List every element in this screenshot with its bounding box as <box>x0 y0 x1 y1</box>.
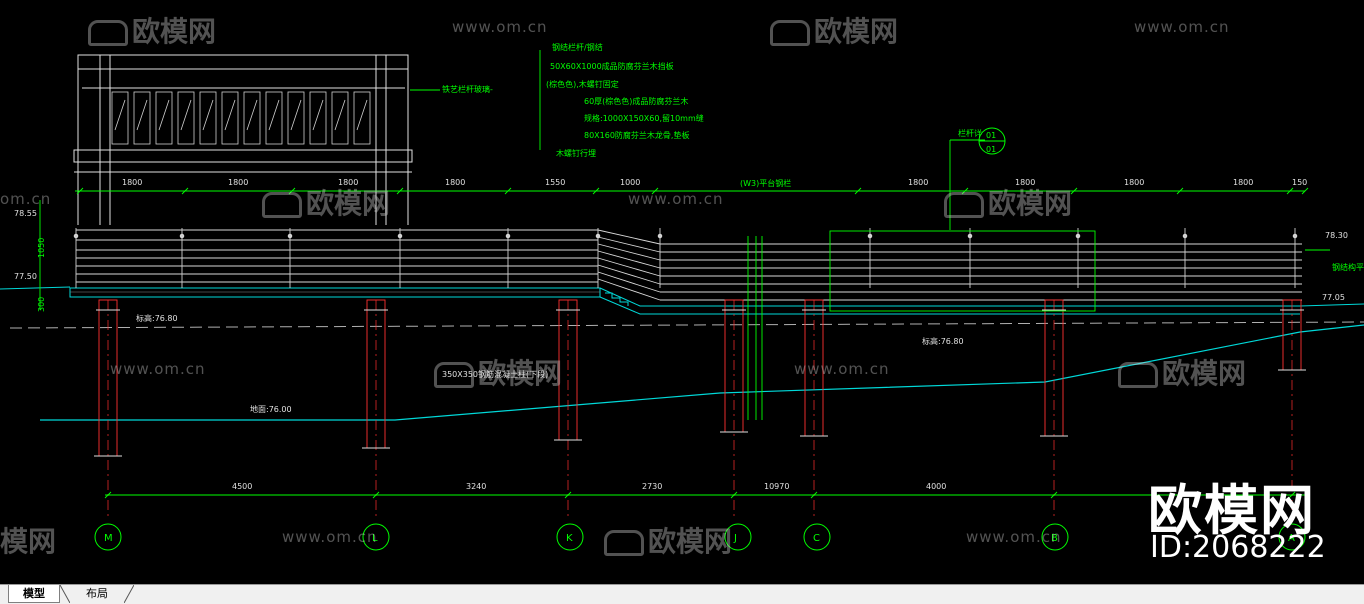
bottom-dimension-label: 4000 <box>926 482 946 491</box>
dimension-ticks <box>76 187 1309 499</box>
svg-text:J: J <box>733 533 737 544</box>
grid-axis-bubble: J <box>724 523 752 551</box>
elev-top-right: 78.30 <box>1325 231 1348 240</box>
spec-line-2: (棕色色),木螺钉固定 <box>546 79 619 89</box>
watermark-url-3: www.om.cn <box>628 190 724 208</box>
watermark-brand-3: 欧模网 <box>262 182 390 222</box>
top-dimension-label: 1550 <box>545 178 565 187</box>
watermark-url-6: www.om.cn <box>282 528 378 546</box>
grid-axis-bubble: C <box>803 523 831 551</box>
grid-axis-bubble: M <box>94 523 122 551</box>
spec-line-5: 80X160防腐芬兰木龙骨,垫板 <box>584 130 689 140</box>
detail-ref-bubble: 01 01 <box>978 127 1006 155</box>
layout-tab-bar: 模型 布局 <box>0 584 1364 604</box>
bottom-dimension-label: 3240 <box>466 482 486 491</box>
top-dimension-label: 1800 <box>445 178 465 187</box>
watermark-url-2: www.om.cn <box>1134 18 1230 36</box>
bottom-dimension-label: 2730 <box>642 482 662 491</box>
watermark-brand-5: 欧模网 <box>434 352 562 392</box>
pavilion-frame <box>73 54 413 225</box>
sofa-icon <box>434 362 474 388</box>
watermark-url-partial-left-1: om.cn <box>0 190 52 208</box>
tab-divider <box>60 585 70 603</box>
piers <box>94 299 1306 520</box>
railing-note: 铁艺栏杆玻璃- <box>442 84 493 94</box>
svg-text:C: C <box>813 533 820 544</box>
watermark-url-4: www.om.cn <box>110 360 206 378</box>
top-dimension-label: 150 <box>1292 178 1307 187</box>
bottom-dimension-labels: 4500 3240 2730 10970 4000 <box>232 482 946 491</box>
top-dimension-label: 1800 <box>1015 178 1035 187</box>
column-note: 350X350钢筋混凝土柱(下段) <box>442 369 548 379</box>
watermark-brand-4: 欧模网 <box>944 182 1072 222</box>
deck-left <box>69 287 1300 315</box>
model-id-label: ID:2068222 <box>1150 530 1326 565</box>
bottom-dimension-label: 4500 <box>232 482 252 491</box>
sofa-icon <box>1118 362 1158 388</box>
spec-line-3: 60厚(棕色色)成品防腐芬兰木 <box>584 96 688 106</box>
svg-text:L: L <box>372 533 378 544</box>
dimension-lines <box>39 50 1330 496</box>
top-dimension-label: 1800 <box>908 178 928 187</box>
frame-title: 钢结栏杆/钢结 <box>552 42 603 52</box>
watermark-url-7: www.om.cn <box>966 528 1062 546</box>
ground-elev: 地面:76.00 <box>250 404 292 414</box>
sofa-icon <box>262 192 302 218</box>
sofa-icon <box>770 20 810 46</box>
svg-text:B: B <box>1051 533 1058 544</box>
grid-axis-bubble: A <box>1278 523 1306 551</box>
bottom-dimension-label: 10970 <box>764 482 789 491</box>
grid-axis-bubble: B <box>1041 523 1069 551</box>
top-dimension-label: 1800 <box>338 178 358 187</box>
svg-text:01: 01 <box>986 145 996 154</box>
spec-line-6: 木螺钉行埋 <box>556 148 596 158</box>
spec-line-4: 规格:1000X150X60,留10mm缝 <box>584 113 704 123</box>
sofa-icon <box>88 20 128 46</box>
deck-elev-left: 标高:76.80 <box>136 313 178 323</box>
sofa-icon <box>604 530 644 556</box>
sofa-icon <box>944 192 984 218</box>
watermark-url-5: www.om.cn <box>794 360 890 378</box>
top-dimension-labels: 1800 1800 1800 1800 1550 1000 1800 1800 1800 1800… <box>122 178 1307 187</box>
top-dimension-label: 1800 <box>1233 178 1253 187</box>
reference-dashed-line <box>9 321 1364 329</box>
dim-1050: 1050 <box>37 238 46 258</box>
elev-mid-right: 77.05 <box>1322 293 1345 302</box>
pavilion-glass-panels <box>111 91 371 145</box>
right-note: 钢结构平台 <box>1332 262 1364 272</box>
svg-text:A: A <box>1288 533 1295 544</box>
tab-layout[interactable]: 布局 <box>86 587 108 600</box>
deck-elev-right: 标高:76.80 <box>922 336 964 346</box>
elev-mid-left: 77.50 <box>14 272 37 281</box>
top-dimension-label: 1800 <box>122 178 142 187</box>
watermark-url-1: www.om.cn <box>452 18 548 36</box>
grid-axis-bubble: L <box>362 523 390 551</box>
rail-note-center: (W3)平台钢栏 <box>740 178 791 188</box>
svg-text:K: K <box>566 533 573 544</box>
watermark-brand-7: 欧模网 <box>604 520 732 560</box>
watermark-brand-partial-left: 模网 <box>0 525 57 558</box>
top-dimension-label: 1800 <box>1124 178 1144 187</box>
svg-text:M: M <box>104 533 113 544</box>
cad-drawing-canvas[interactable]: 铁艺栏杆玻璃- 钢结栏杆/钢结 50X60X1000成品防腐芬兰木挡板 (棕色色… <box>0 0 1364 584</box>
railing-lines <box>73 228 1302 301</box>
elev-top-left: 78.55 <box>14 209 37 218</box>
tab-divider <box>124 585 134 603</box>
watermark-brand-1: 欧模网 <box>88 10 216 50</box>
brand-logo-text: 欧模网 <box>1148 479 1316 542</box>
watermark-brand-2: 欧模网 <box>770 10 898 50</box>
watermark-brand-6: 欧模网 <box>1118 352 1246 392</box>
detail-ref-label: 栏杆详 <box>958 128 982 138</box>
tab-model[interactable]: 模型 <box>8 585 60 603</box>
dim-300: 300 <box>37 297 46 312</box>
svg-text:01: 01 <box>986 131 996 140</box>
top-dimension-label: 1000 <box>620 178 640 187</box>
spec-line-1: 50X60X1000成品防腐芬兰木挡板 <box>550 61 674 71</box>
grid-axis-bubble: K <box>556 523 584 551</box>
ground-line <box>40 324 1364 421</box>
top-dimension-label: 1800 <box>228 178 248 187</box>
